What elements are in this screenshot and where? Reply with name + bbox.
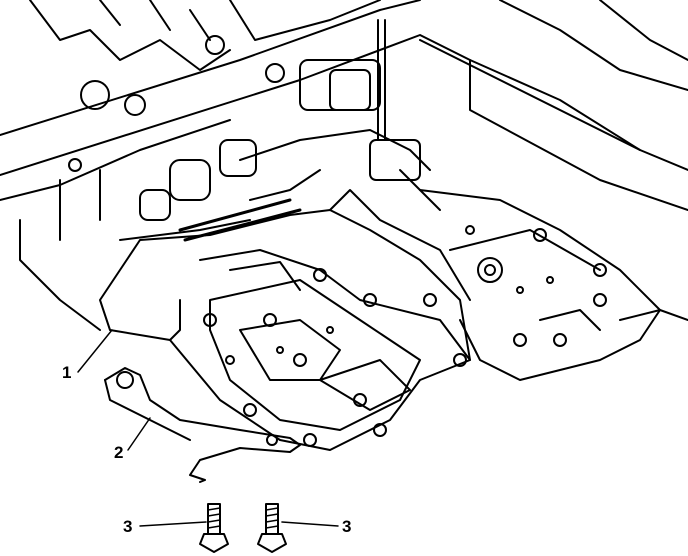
leader-3b (281, 521, 339, 527)
leader-3a (139, 521, 207, 527)
control-valve-body (99, 189, 471, 451)
spacer-plate (419, 189, 688, 381)
callout-3-right: 3 (342, 517, 352, 536)
callout-1: 1 (62, 363, 72, 382)
solenoid-harness (119, 19, 441, 242)
bolt-right (257, 503, 287, 553)
callout-3-left: 3 (123, 517, 133, 536)
transmission-case (0, 0, 688, 331)
leader-lines (77, 329, 339, 527)
leader-1 (77, 329, 113, 373)
leader-2 (127, 417, 151, 451)
bolt-left (199, 503, 229, 553)
gasket (104, 367, 301, 483)
callout-2: 2 (114, 443, 124, 462)
